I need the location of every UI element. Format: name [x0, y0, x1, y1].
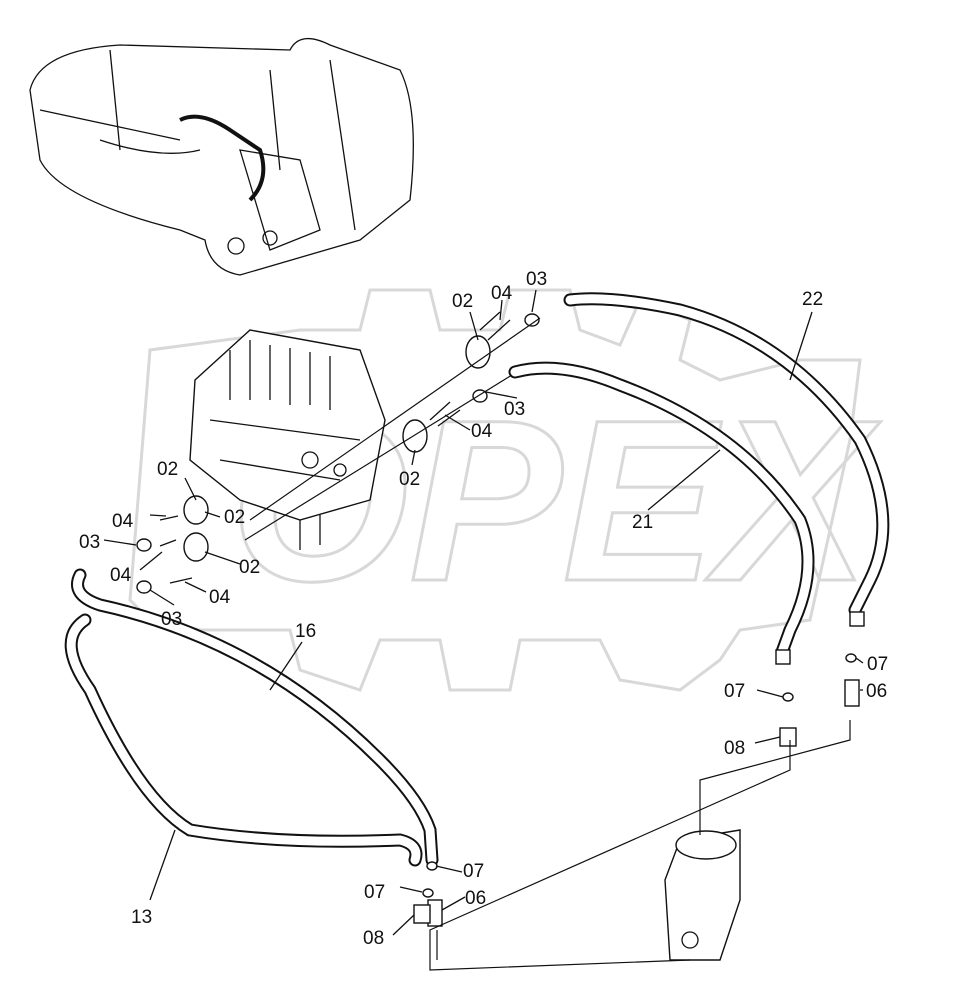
callout-06: 06 — [866, 681, 887, 702]
callout-08: 08 — [363, 928, 384, 949]
callout-labels: 02 04 03 22 03 04 02 21 02 04 02 03 04 0… — [79, 269, 888, 949]
callout-02: 02 — [452, 291, 473, 312]
callout-07: 07 — [867, 654, 888, 675]
callout-03: 03 — [161, 609, 182, 630]
callout-03: 03 — [79, 532, 100, 553]
callout-04: 04 — [110, 565, 132, 586]
callout-02: 02 — [239, 557, 260, 578]
callout-07: 07 — [463, 861, 484, 882]
callout-08: 08 — [724, 738, 745, 759]
swivel-joint — [429, 720, 851, 971]
callout-21: 21 — [632, 512, 653, 533]
callout-04: 04 — [491, 283, 513, 304]
callout-07: 07 — [364, 882, 385, 903]
callout-07: 07 — [724, 681, 745, 702]
callout-03: 03 — [526, 269, 547, 290]
callout-04: 04 — [471, 421, 493, 442]
machine-overview-sketch — [29, 38, 414, 276]
callout-06: 06 — [465, 888, 486, 909]
flange-parts — [136, 311, 541, 594]
callout-16: 16 — [295, 621, 316, 642]
fittings — [413, 611, 865, 927]
callout-04: 04 — [209, 587, 231, 608]
callout-03: 03 — [504, 399, 525, 420]
leader-lines — [103, 289, 864, 936]
callout-13: 13 — [131, 907, 152, 928]
hose-21 — [508, 361, 815, 659]
callout-04: 04 — [112, 511, 134, 532]
callout-22: 22 — [802, 289, 823, 310]
callout-02: 02 — [224, 507, 245, 528]
callout-02: 02 — [157, 459, 178, 480]
hose-22 — [563, 292, 890, 617]
hose-13 — [64, 613, 423, 867]
control-valve — [189, 329, 386, 550]
callout-02: 02 — [399, 469, 420, 490]
hose-16 — [71, 568, 439, 867]
